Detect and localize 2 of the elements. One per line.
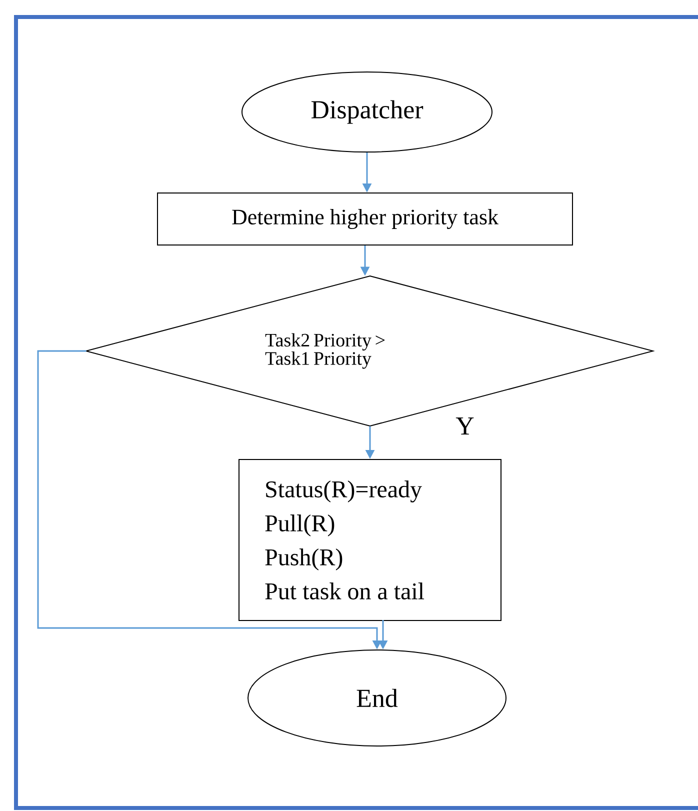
process-box: Status(R)=ready Pull(R) Push(R) Put task on a tail (238, 459, 502, 621)
process-box: Determine higher priority task (157, 192, 573, 246)
